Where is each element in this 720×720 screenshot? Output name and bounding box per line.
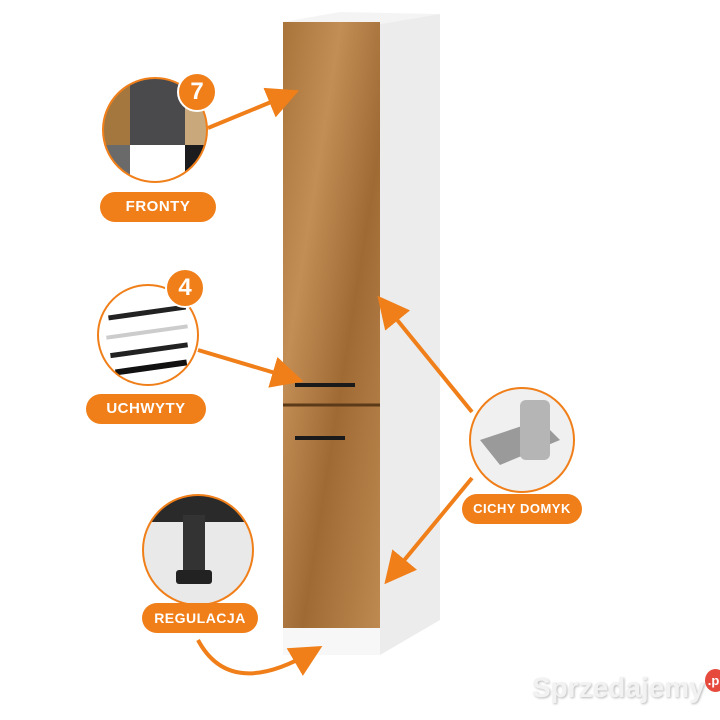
cabinet — [283, 12, 440, 655]
uchwyty-label: UCHWYTY — [86, 394, 206, 424]
handle — [295, 383, 355, 387]
regulacja-label: REGULACJA — [142, 603, 258, 633]
uchwyty-count-badge: 4 — [165, 268, 205, 308]
watermark-logo: Sprzedajemy.pl — [532, 669, 720, 704]
fronty-count-badge: 7 — [177, 72, 217, 112]
handle — [295, 436, 345, 440]
watermark-name: Sprzedajemy — [532, 672, 705, 703]
soft-close-hinge — [470, 388, 574, 492]
adjustable-feet — [143, 495, 253, 605]
cichy-domyk-label: CICHY DOMYK — [462, 494, 582, 524]
handles-sample — [98, 285, 198, 385]
fronty-label: FRONTY — [100, 192, 216, 222]
arrows — [196, 87, 474, 676]
watermark-tld: .pl — [704, 669, 720, 692]
